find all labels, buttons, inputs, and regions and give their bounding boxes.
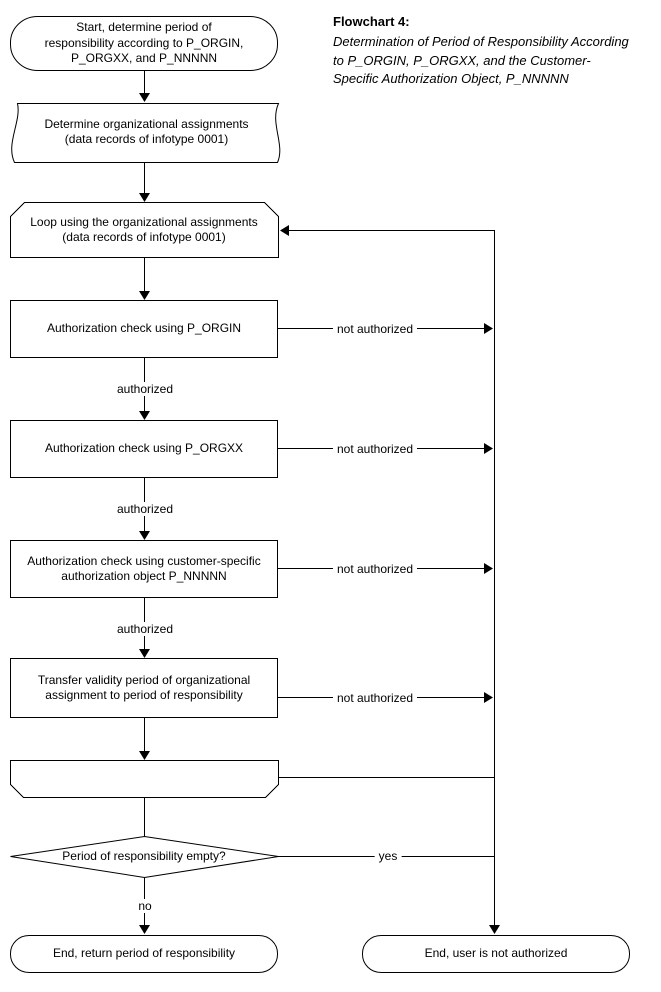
arrowhead-into-orgin xyxy=(139,291,150,300)
not-authorized-label-4: not authorized xyxy=(332,691,418,705)
arrowhead-into-loop xyxy=(139,193,150,202)
tape-label: Determine organizational assignments(dat… xyxy=(44,116,249,147)
transfer-validity-shape xyxy=(10,658,278,718)
start-terminator-shape xyxy=(10,16,278,71)
flowchart-subtitle: Determination of Period of Responsibilit… xyxy=(333,34,629,86)
authorized-label-3: authorized xyxy=(112,622,178,636)
arrowhead-transfer-not-authorized xyxy=(484,692,493,703)
check-p-nnnnn-label: Authorization check using customer-speci… xyxy=(27,553,261,584)
check-p-orgin-shape xyxy=(10,300,278,358)
arrowhead-loop-return xyxy=(280,225,289,236)
arrowhead-into-end-return xyxy=(139,925,150,934)
loop-start-shape xyxy=(10,202,279,258)
arrowhead-orgin-not-authorized xyxy=(484,323,493,334)
authorized-label-2: authorized xyxy=(112,502,178,516)
end-return-label: End, return period of responsibility xyxy=(52,946,236,961)
loop-end-shape xyxy=(10,760,279,798)
arrowhead-nnnnn-not-authorized xyxy=(484,563,493,574)
no-label: no xyxy=(134,899,156,913)
not-authorized-label-1: not authorized xyxy=(332,322,418,336)
arrowhead-into-loopend xyxy=(139,751,150,760)
tape-shape xyxy=(11,103,281,163)
not-authorized-label-3: not authorized xyxy=(332,562,418,576)
not-authorized-label-2: not authorized xyxy=(332,442,418,456)
transfer-validity-label: Transfer validity period of organization… xyxy=(37,672,251,703)
arrowhead-into-orgxx xyxy=(139,411,150,420)
title-block: Flowchart 4: Determination of Period of … xyxy=(333,13,659,89)
check-p-nnnnn-shape xyxy=(10,540,278,598)
arrowhead-into-transfer xyxy=(139,649,150,658)
end-not-authorized-terminator-shape xyxy=(362,935,630,973)
check-p-orgxx-shape xyxy=(10,420,278,478)
yes-label: yes xyxy=(374,849,402,863)
arrowhead-into-nnnnn xyxy=(139,531,150,540)
decision-label: Period of responsibility empty? xyxy=(62,848,226,863)
loop-start-label: Loop using the organizational assignment… xyxy=(30,214,258,245)
arrowhead-into-tape xyxy=(139,93,150,102)
arrowhead-orgxx-not-authorized xyxy=(484,443,493,454)
check-p-orgin-label: Authorization check using P_ORGIN xyxy=(46,321,242,336)
check-p-orgxx-label: Authorization check using P_ORGXX xyxy=(44,441,244,456)
end-not-authorized-label: End, user is not authorized xyxy=(424,946,568,961)
authorized-label-1: authorized xyxy=(112,382,178,396)
flowchart-title: Flowchart 4: xyxy=(333,14,410,29)
arrowhead-into-end-not-authorized xyxy=(489,925,500,934)
end-return-terminator-shape xyxy=(10,935,278,973)
